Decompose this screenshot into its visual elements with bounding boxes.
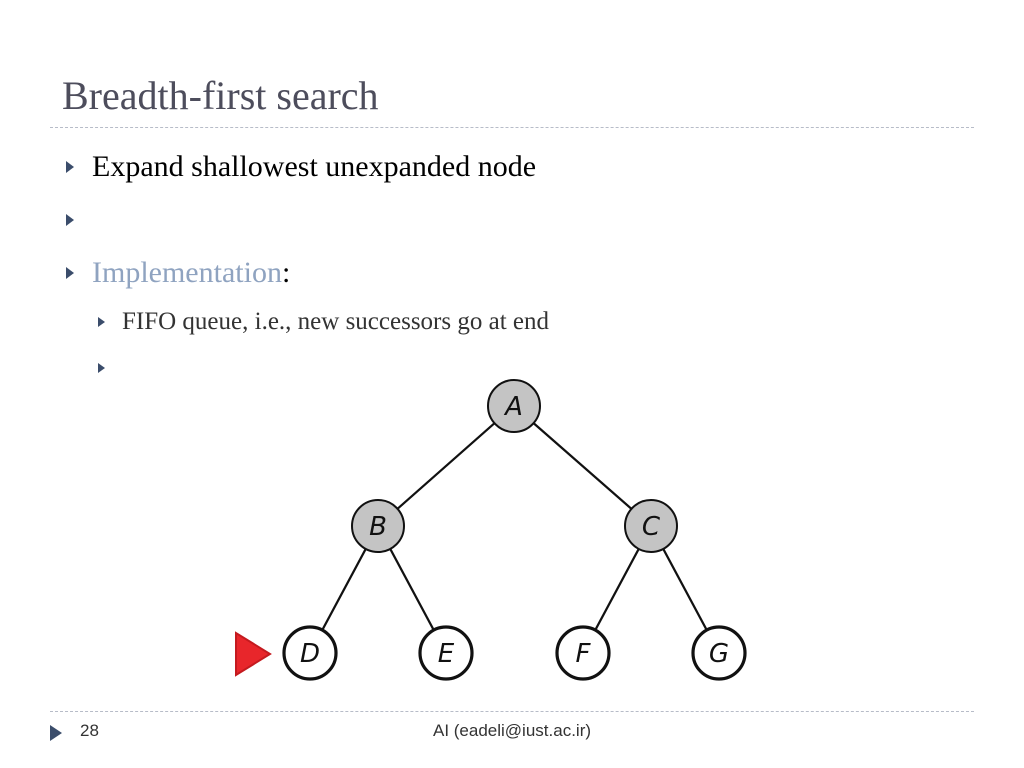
tree-node-label: D	[300, 639, 320, 669]
title-divider	[50, 127, 974, 128]
bullet-colon: :	[281, 256, 291, 289]
tree-edge-c-g	[662, 548, 708, 631]
bullet-text: Expand shallowest unexpanded node	[92, 150, 537, 183]
bullet-arrow-icon	[66, 161, 74, 173]
current-node-marker-icon	[235, 631, 272, 677]
tree-node-circle	[555, 625, 611, 681]
tree-node-f: F	[555, 625, 611, 681]
tree-node-g: G	[691, 625, 747, 681]
sub-bullet-text: FIFO queue, i.e., new successors go at e…	[122, 308, 549, 335]
tree-node-b: B	[351, 499, 405, 553]
bfs-tree-diagram: A B C D E F G	[235, 379, 747, 681]
bullet-implementation: Implementation:	[66, 252, 290, 294]
tree-node-label: B	[369, 512, 387, 542]
tree-edge-a-b	[396, 422, 496, 510]
tree-node-a: A	[487, 379, 541, 433]
footer-arrow-icon	[50, 725, 62, 741]
page-number: 28	[80, 721, 99, 740]
tree-edge-c-f	[594, 548, 640, 631]
tree-edge-b-e	[389, 548, 435, 631]
sub-bullet-empty	[98, 351, 122, 385]
tree-node-circle	[691, 625, 747, 681]
tree-edge-b-d	[321, 548, 367, 631]
bullet-arrow-icon	[98, 317, 105, 327]
footer-divider	[50, 711, 974, 712]
tree-node-circle	[624, 499, 678, 553]
slide-title: Breadth-first search	[62, 73, 379, 118]
tree-node-label: A	[503, 392, 523, 422]
tree-node-circle	[282, 625, 338, 681]
tree-node-label: F	[576, 639, 592, 669]
bullet-arrow-icon	[98, 363, 105, 373]
tree-node-circle	[487, 379, 541, 433]
tree-node-circle	[418, 625, 474, 681]
tree-node-circle	[351, 499, 405, 553]
tree-node-label: G	[709, 639, 729, 669]
sub-bullet-fifo: FIFO queue, i.e., new successors go at e…	[98, 305, 549, 339]
tree-node-c: C	[624, 499, 678, 553]
bullet-arrow-icon	[66, 214, 74, 226]
tree-edge-a-c	[532, 422, 633, 510]
bullet-expand: Expand shallowest unexpanded node	[66, 146, 536, 188]
tree-node-label: E	[438, 639, 455, 669]
implementation-link[interactable]: Implementation	[92, 256, 282, 289]
tree-node-e: E	[418, 625, 474, 681]
bullet-arrow-icon	[66, 267, 74, 279]
tree-node-label: C	[642, 512, 661, 542]
bullet-empty	[66, 199, 92, 241]
tree-node-d: D	[282, 625, 338, 681]
footer-author: AI (eadeli@iust.ac.ir)	[432, 721, 592, 740]
